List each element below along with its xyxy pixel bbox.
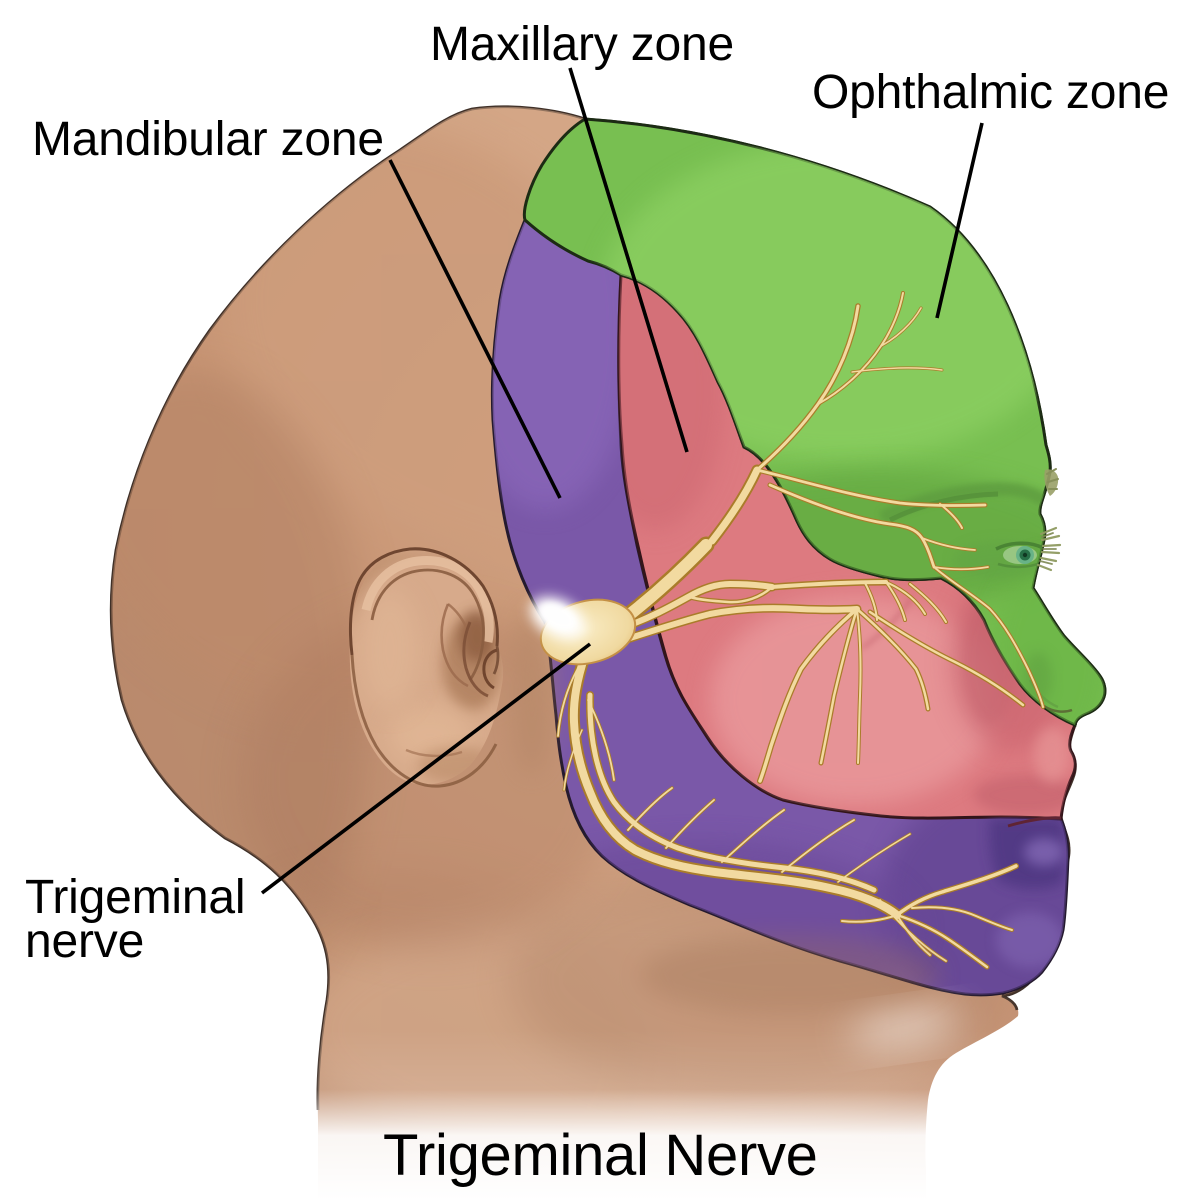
svg-text:Trigeminal Nerve: Trigeminal Nerve xyxy=(383,1123,818,1188)
svg-text:Mandibular zone: Mandibular zone xyxy=(32,113,384,166)
svg-text:Ophthalmic zone: Ophthalmic zone xyxy=(812,66,1169,119)
svg-text:Maxillary zone: Maxillary zone xyxy=(430,18,734,71)
svg-text:Trigeminal: Trigeminal xyxy=(25,871,245,924)
svg-text:nerve: nerve xyxy=(25,915,144,968)
